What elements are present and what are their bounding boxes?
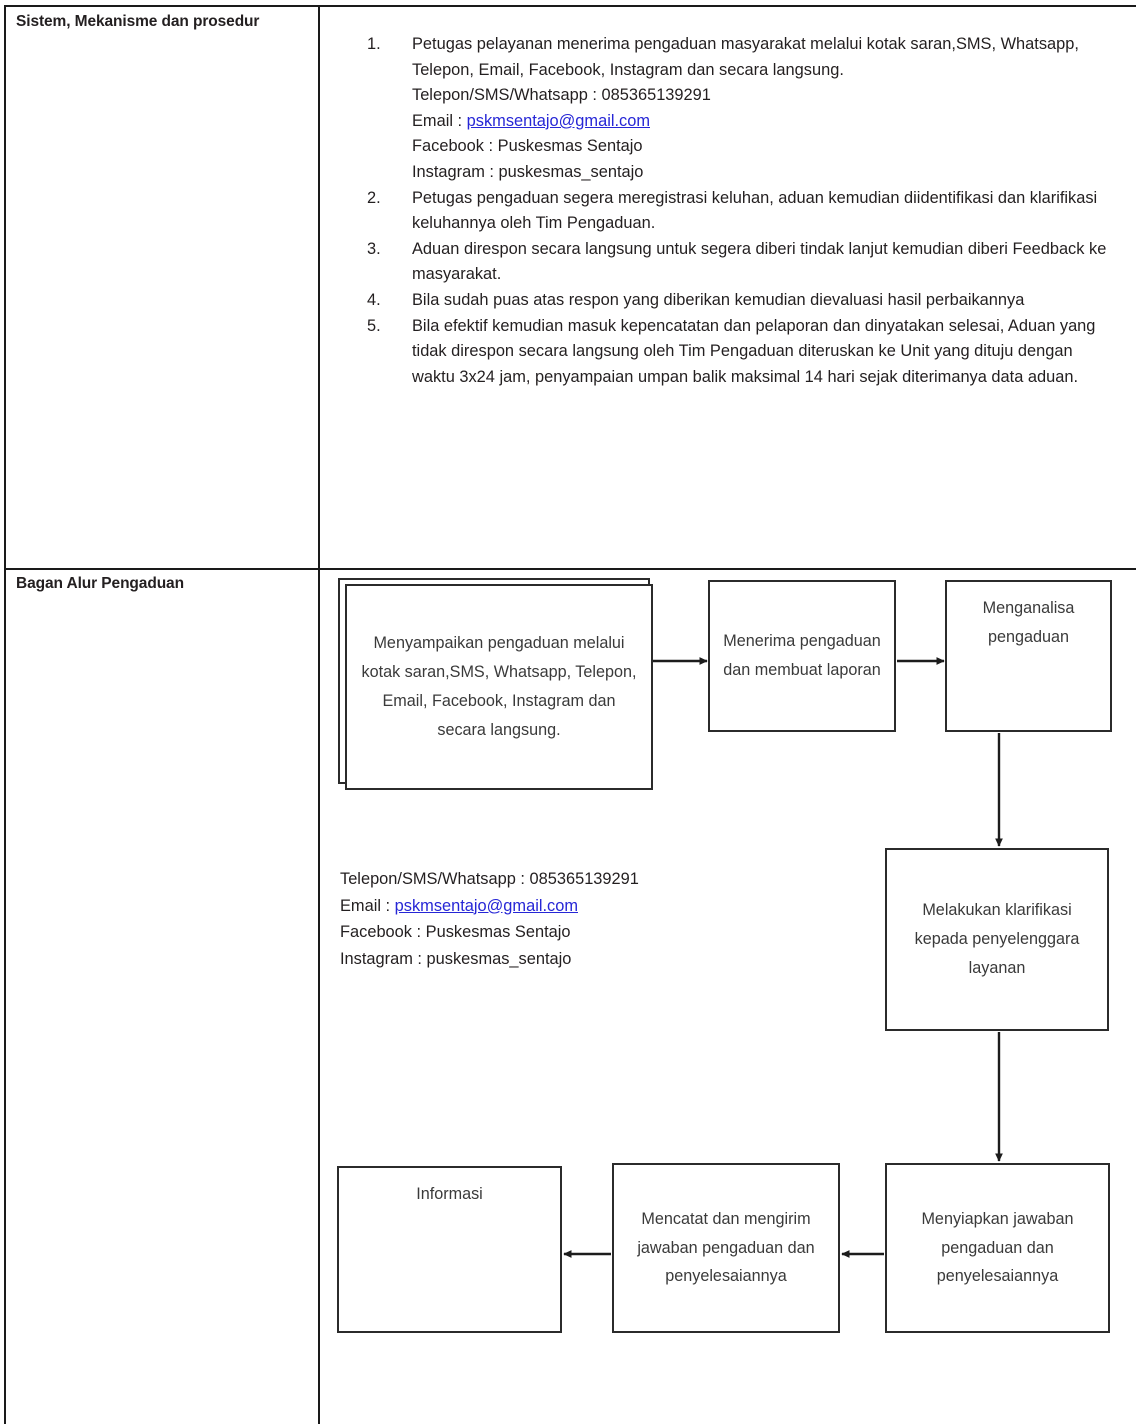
- procedure-item-2-text: Petugas pengaduan segera meregistrasi ke…: [412, 188, 1098, 233]
- flow-box-melakukan-klarifikasi: Melakukan klarifikasi kepada penyelengga…: [885, 848, 1109, 1031]
- contact-instagram-line: Instagram : puskesmas_sentajo: [340, 949, 572, 968]
- contact-email-label: Email :: [340, 896, 395, 915]
- phone-line: Telepon/SMS/Whatsapp : 085365139291: [412, 86, 711, 105]
- flow-box-menganalisa-pengaduan: Menganalisa pengaduan: [945, 580, 1112, 732]
- procedure-item-5-text: Bila efektif kemudian masuk kepencatatan…: [412, 316, 1096, 386]
- facebook-line: Facebook : Puskesmas Sentajo: [412, 137, 643, 156]
- list-number: 4.: [367, 290, 381, 309]
- list-number: 3.: [367, 239, 381, 258]
- procedure-item-3: 3. Aduan direspon secara langsung untuk …: [364, 237, 1114, 288]
- contact-info-block: Telepon/SMS/Whatsapp : 085365139291 Emai…: [340, 866, 639, 972]
- procedure-item-4: 4. Bila sudah puas atas respon yang dibe…: [364, 288, 1114, 314]
- procedure-item-1-text: Petugas pelayanan menerima pengaduan mas…: [412, 35, 1079, 79]
- procedure-item-3-text: Aduan direspon secara langsung untuk seg…: [412, 239, 1107, 284]
- instagram-line: Instagram : puskesmas_sentajo: [412, 162, 644, 181]
- flow-box-menerima-pengaduan: Menerima pengaduan dan membuat laporan: [708, 580, 896, 732]
- flow-box-informasi: Informasi: [337, 1166, 562, 1333]
- procedure-list: 1. Petugas pelayanan menerima pengaduan …: [364, 32, 1114, 390]
- email-line: Email : pskmsentajo@gmail.com: [412, 109, 1114, 135]
- procedure-item-1-contacts: Telepon/SMS/Whatsapp : 085365139291 Emai…: [412, 83, 1114, 185]
- contact-email-line: Email : pskmsentajo@gmail.com: [340, 893, 639, 920]
- list-number: 1.: [367, 35, 381, 53]
- procedure-item-5: 5. Bila efektif kemudian masuk kepencata…: [364, 314, 1114, 391]
- contact-email-link[interactable]: pskmsentajo@gmail.com: [394, 896, 578, 915]
- list-number: 2.: [367, 188, 381, 207]
- row-label-bagan-alur-pengaduan: Bagan Alur Pengaduan: [16, 575, 184, 592]
- outer-table-border: [4, 5, 1136, 1424]
- flow-box-menyiapkan-jawaban: Menyiapkan jawaban pengaduan dan penyele…: [885, 1163, 1110, 1333]
- contact-phone-line: Telepon/SMS/Whatsapp : 085365139291: [340, 870, 639, 888]
- list-number: 5.: [367, 316, 381, 335]
- email-link[interactable]: pskmsentajo@gmail.com: [466, 111, 650, 130]
- flow-box-menyampaikan-pengaduan: Menyampaikan pengaduan melalui kotak sar…: [345, 584, 653, 790]
- row-label-sistem-mekanisme-prosedur: Sistem, Mekanisme dan prosedur: [16, 13, 260, 30]
- table-column-divider: [318, 5, 320, 1424]
- flow-box-mencatat-mengirim-jawaban: Mencatat dan mengirim jawaban pengaduan …: [612, 1163, 840, 1333]
- procedure-item-4-text: Bila sudah puas atas respon yang diberik…: [412, 290, 1025, 309]
- contact-facebook-line: Facebook : Puskesmas Sentajo: [340, 923, 571, 942]
- procedure-item-2: 2. Petugas pengaduan segera meregistrasi…: [364, 186, 1114, 237]
- table-row-divider: [4, 568, 1136, 570]
- email-label: Email :: [412, 111, 467, 130]
- procedure-item-1: 1. Petugas pelayanan menerima pengaduan …: [364, 32, 1114, 186]
